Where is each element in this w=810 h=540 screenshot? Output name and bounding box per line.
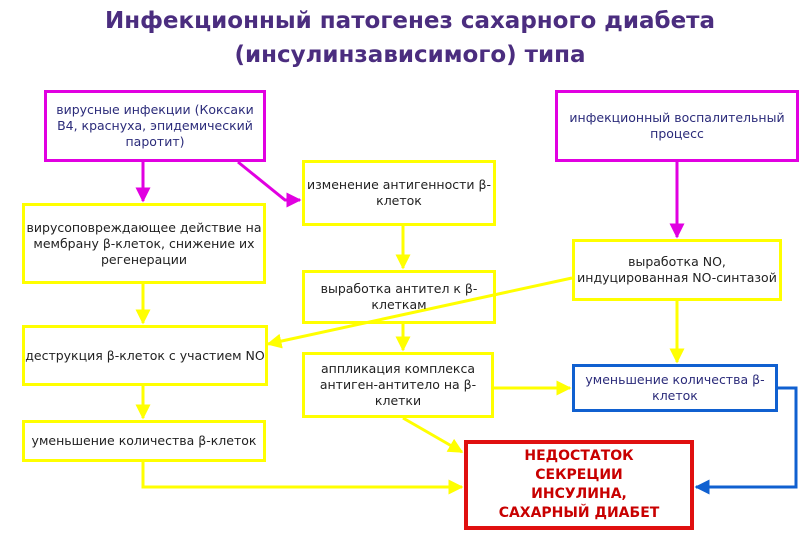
node-viral-infections: вирусные инфекции (Коксаки В4, краснуха,…: [44, 90, 266, 162]
arrow-decrease-left-to-deficiency: [141, 462, 464, 495]
arrow-no-to-destruction: [266, 276, 573, 349]
node-destruction: деструкция β-клеток с участием NO: [22, 325, 268, 386]
title-line-1: Инфекционный патогенез сахарного диабета: [104, 8, 716, 34]
arrow-decrease-right-to-deficiency: [694, 386, 798, 495]
node-no-production: выработка NO, индуцированная NO-синтазой: [572, 239, 782, 301]
node-antibody-production: выработка антител к β-клеткам: [302, 270, 496, 324]
node-decrease-left: уменьшение количества β-клеток: [22, 420, 266, 462]
arrow-application-to-deficiency: [402, 416, 464, 454]
node-application: аппликация комплекса антиген-антитело на…: [302, 352, 494, 418]
title-line-2: (инсулинзависимого) типа: [234, 42, 586, 68]
node-inflammatory-process: инфекционный воспалительный процесс: [555, 90, 799, 162]
arrow-viral-to-antigenicity: [237, 160, 302, 208]
node-virus-damage: вирусоповреждающее действие на мембрану …: [22, 203, 266, 284]
diagram-title: Инфекционный патогенез сахарного диабета…: [60, 4, 760, 72]
node-antigenicity-change: изменение антигенности β-клеток: [302, 160, 496, 226]
node-insulin-deficiency: НЕДОСТАТОК СЕКРЕЦИИ ИНСУЛИНА, САХАРНЫЙ Д…: [464, 440, 694, 530]
node-decrease-right: уменьшение количества β-клеток: [572, 364, 778, 412]
